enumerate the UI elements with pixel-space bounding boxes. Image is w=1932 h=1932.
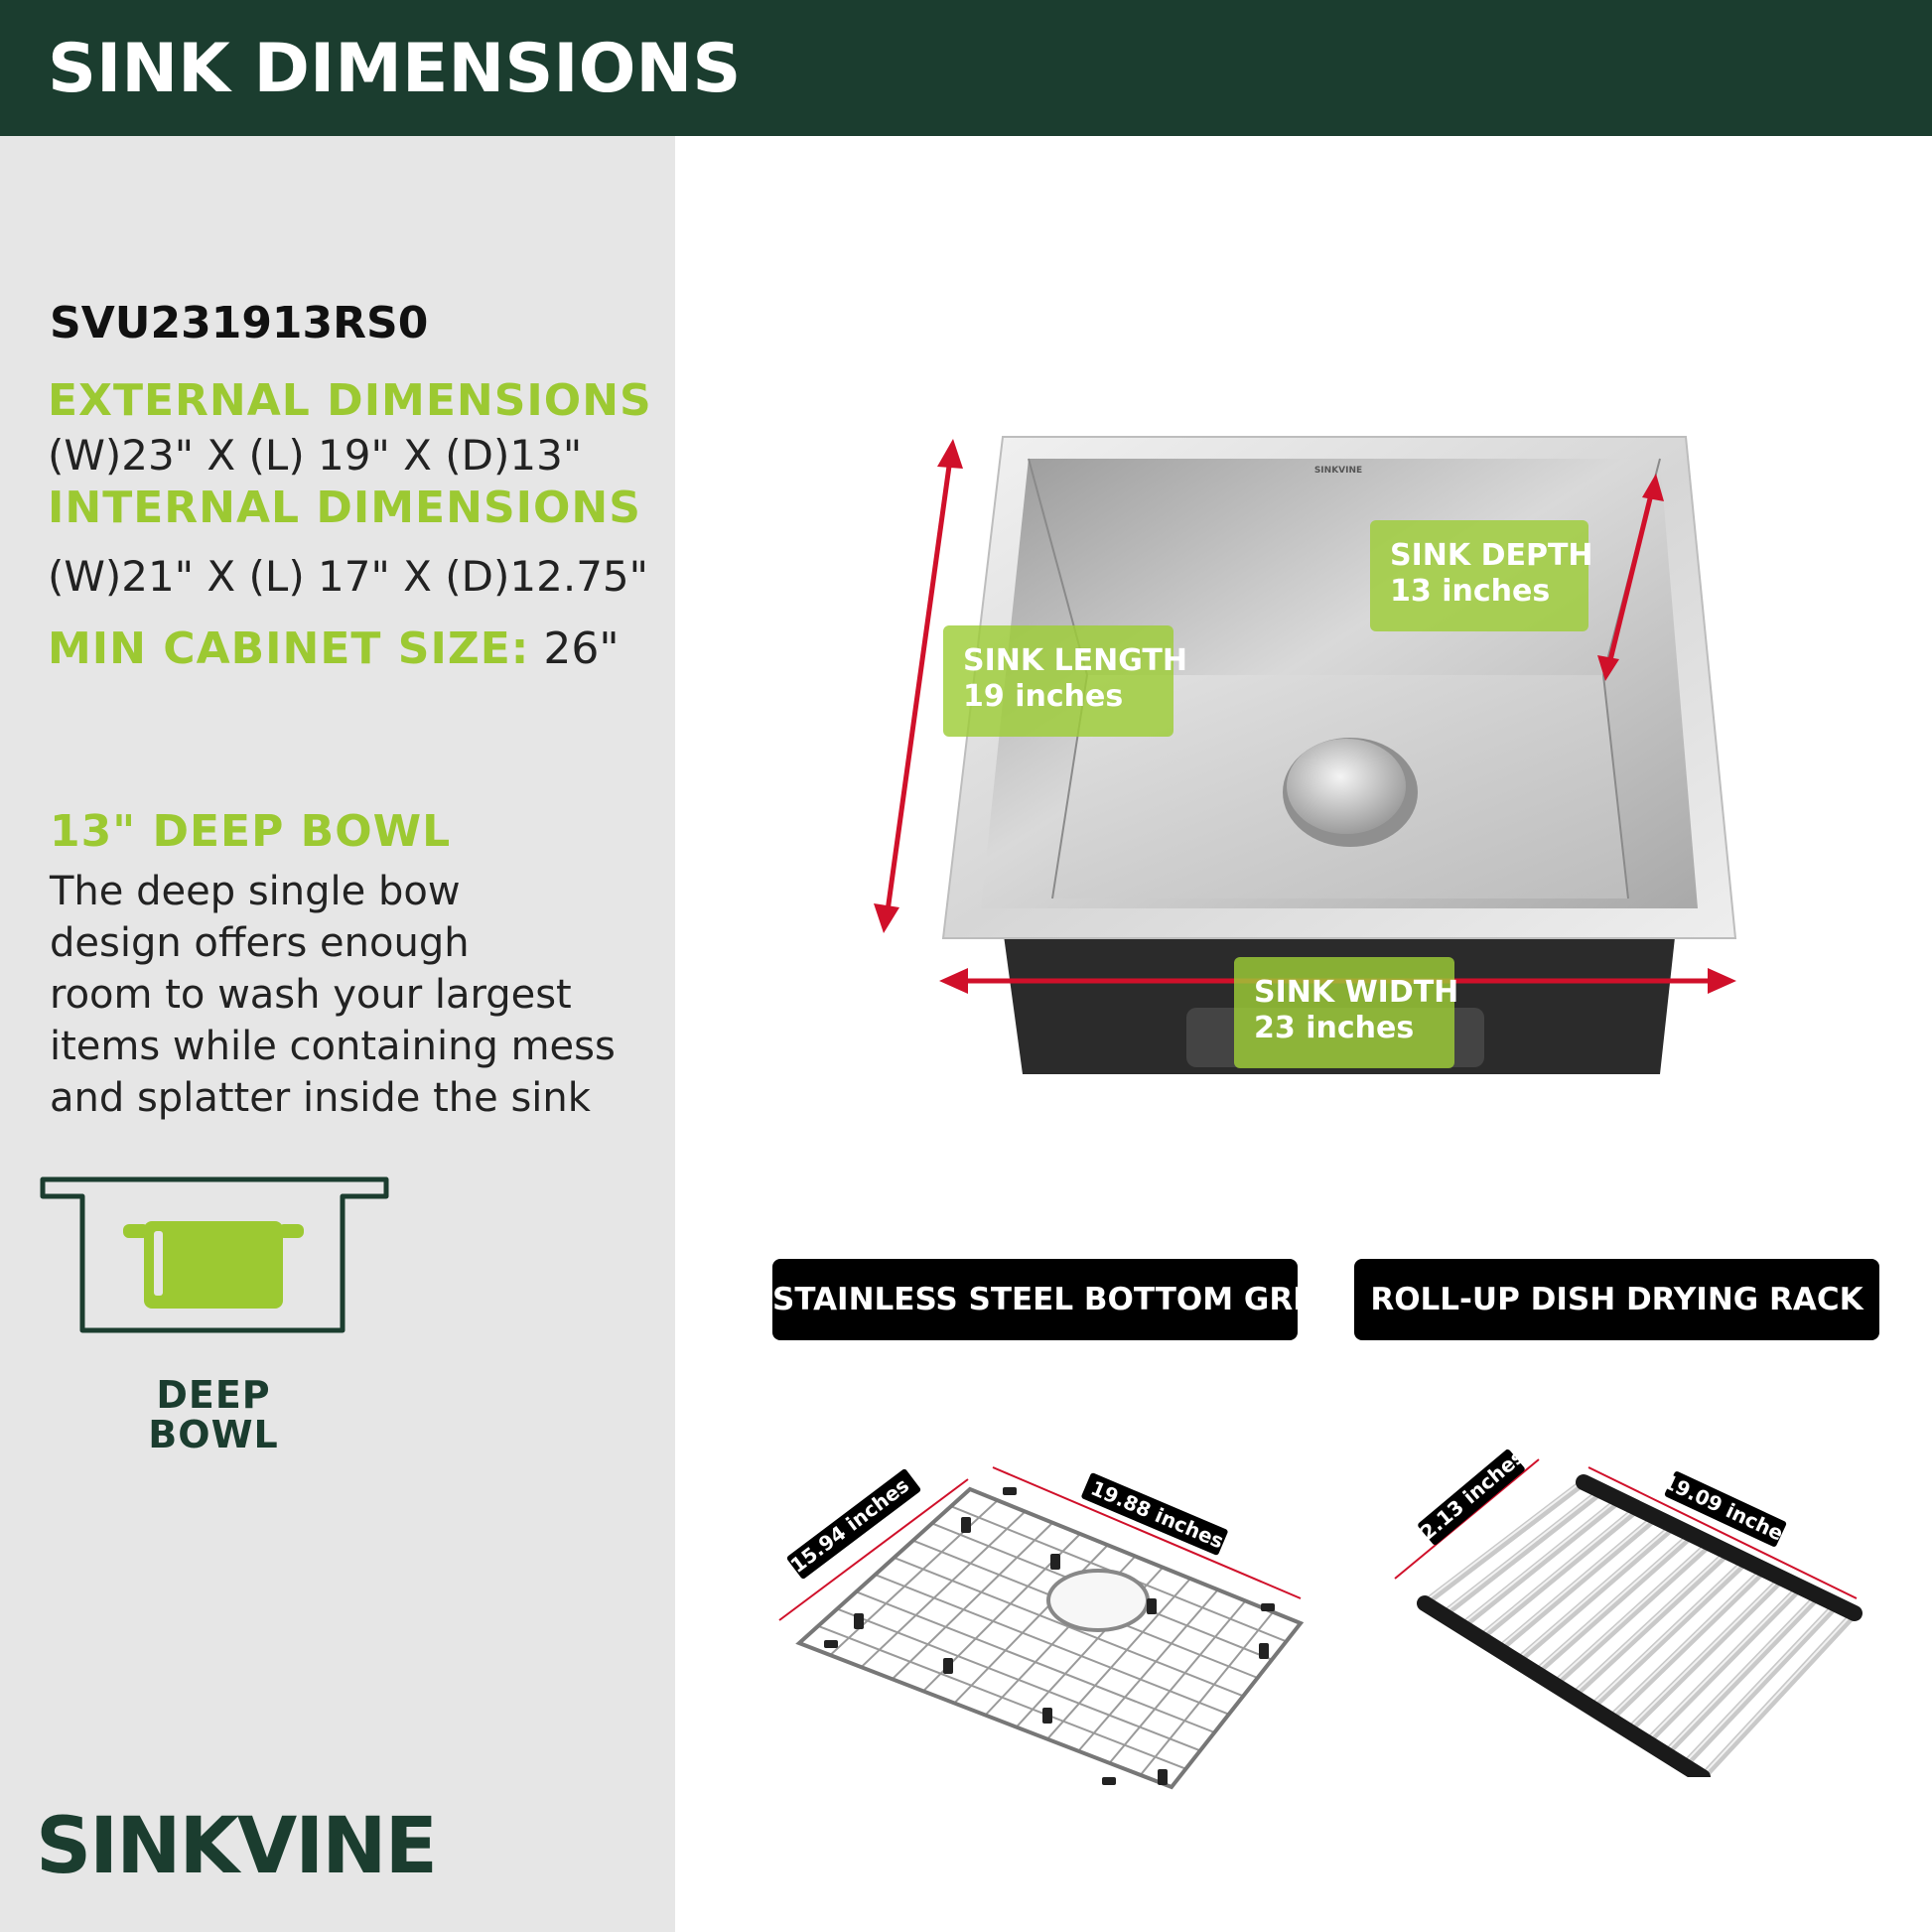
rack-rod	[1494, 1513, 1660, 1654]
rack-rod-highlight	[1683, 1601, 1838, 1765]
rack-rod	[1569, 1548, 1732, 1701]
model-number: SVU231913RS0	[50, 298, 429, 348]
rack-rod-highlight	[1460, 1496, 1621, 1626]
callout-label: SINK WIDTH	[1254, 975, 1459, 1010]
grid-wire	[817, 1624, 1186, 1770]
deep-bowl-icon	[40, 1176, 389, 1333]
rack-rod-highlight	[1516, 1523, 1675, 1661]
description-line: and splatter inside the sink	[50, 1075, 591, 1121]
rack-rod	[1699, 1609, 1859, 1777]
rack-rod-highlight	[1702, 1610, 1856, 1776]
min-cabinet-size-label: MIN CABINET SIZE:	[48, 623, 530, 674]
rack-rod	[1550, 1539, 1715, 1689]
rack-rod-highlight	[1498, 1514, 1657, 1649]
description-line: room to wash your largest	[50, 972, 572, 1018]
spec-panel	[0, 136, 675, 1932]
callout-value: 13 inches	[1390, 574, 1551, 609]
sinkvine-logo: SINKVINE	[36, 1802, 438, 1891]
rack-rod	[1587, 1557, 1750, 1712]
rack-rod	[1476, 1504, 1642, 1642]
sink-brand-stamp: SINKVINE	[1314, 466, 1362, 476]
bottom-grid-label: STAINLESS STEEL BOTTOM GRID	[772, 1259, 1329, 1340]
bottom-grid-illustration: 15.94 inches 19.88 inches	[778, 1466, 1305, 1790]
grid-wire	[836, 1607, 1201, 1752]
page-title: SINK DIMENSIONS	[48, 30, 742, 108]
header-bar: SINK DIMENSIONS	[0, 0, 1932, 136]
drying-rack-label: ROLL-UP DISH DRYING RACK	[1354, 1259, 1879, 1340]
rack-rod-highlight	[1572, 1549, 1729, 1696]
grid-wire	[1108, 1599, 1247, 1764]
external-dimensions-value: (W)23" X (L) 19" X (D)13"	[48, 431, 583, 480]
grid-wire	[875, 1574, 1230, 1716]
rack-rod	[1680, 1600, 1841, 1770]
deep-bowl-heading: 13" DEEP BOWL	[50, 806, 452, 857]
rack-rod-highlight	[1553, 1540, 1712, 1684]
description-line: The deep single bow	[50, 869, 461, 914]
grid-wire	[1139, 1611, 1275, 1776]
description-line: design offers enough	[50, 920, 470, 966]
sink-depth-callout: SINK DEPTH 13 inches	[1370, 520, 1593, 631]
callout-value: 23 inches	[1254, 1011, 1415, 1045]
rack-rod-highlight	[1664, 1592, 1820, 1753]
grid-wire	[894, 1556, 1244, 1698]
grid-wire	[1046, 1578, 1191, 1740]
rack-rod	[1624, 1574, 1787, 1735]
rack-rod	[1605, 1566, 1768, 1724]
rack-length-dimension: 19.09 inches	[1659, 1469, 1798, 1551]
rack-silicone-strip	[1417, 1595, 1711, 1777]
grid-wire	[1077, 1588, 1219, 1752]
rack-rod-highlight	[1627, 1576, 1783, 1730]
rack-rod	[1643, 1583, 1805, 1746]
grid-wire	[860, 1510, 1027, 1668]
rack-rod	[1457, 1495, 1624, 1631]
internal-dimensions-heading: INTERNAL DIMENSIONS	[48, 483, 641, 533]
rack-rod	[1421, 1478, 1587, 1607]
rack-rod-highlight	[1479, 1505, 1639, 1637]
icon-label-line: DEEP	[156, 1373, 271, 1417]
grid-width-dimension: 15.94 inches	[786, 1473, 914, 1578]
internal-dimensions-value: (W)21" X (L) 17" X (D)12.75"	[48, 552, 648, 601]
rack-rod-highlight	[1646, 1584, 1802, 1741]
rack-rod-highlight	[1424, 1479, 1585, 1602]
rack-rod	[1661, 1591, 1823, 1758]
sink-width-callout: SINK WIDTH 23 inches	[1234, 957, 1459, 1068]
callout-label: SINK LENGTH	[963, 643, 1187, 678]
rack-rod-highlight	[1535, 1532, 1693, 1672]
deep-bowl-icon-label: DEEP BOWL	[99, 1375, 328, 1454]
callout-label: SINK DEPTH	[1390, 538, 1593, 573]
rack-silicone-strip	[1576, 1474, 1863, 1621]
min-cabinet-size: MIN CABINET SIZE: 26"	[48, 623, 620, 674]
callout-value: 19 inches	[963, 679, 1124, 714]
rack-rod-highlight	[1590, 1558, 1747, 1707]
grid-wire	[855, 1590, 1215, 1733]
drying-rack-illustration: 12.13 inches 19.09 inches	[1394, 1445, 1863, 1777]
grid-length-dimension: 19.88 inches	[1087, 1476, 1227, 1554]
grid-wire	[892, 1522, 1053, 1680]
rack-rod	[1439, 1486, 1606, 1619]
rack-rod	[1513, 1522, 1678, 1666]
min-cabinet-size-value: 26"	[529, 623, 620, 674]
rack-rod-highlight	[1443, 1488, 1602, 1614]
description-line: items while containing mess	[50, 1024, 616, 1069]
rack-rod-highlight	[1608, 1567, 1765, 1719]
icon-label-line: BOWL	[148, 1413, 279, 1456]
external-dimensions-heading: EXTERNAL DIMENSIONS	[48, 375, 652, 426]
sink-length-callout: SINK LENGTH 19 inches	[943, 625, 1187, 737]
deep-bowl-description: The deep single bow design offers enough…	[50, 866, 665, 1124]
rack-rod	[1532, 1530, 1697, 1677]
